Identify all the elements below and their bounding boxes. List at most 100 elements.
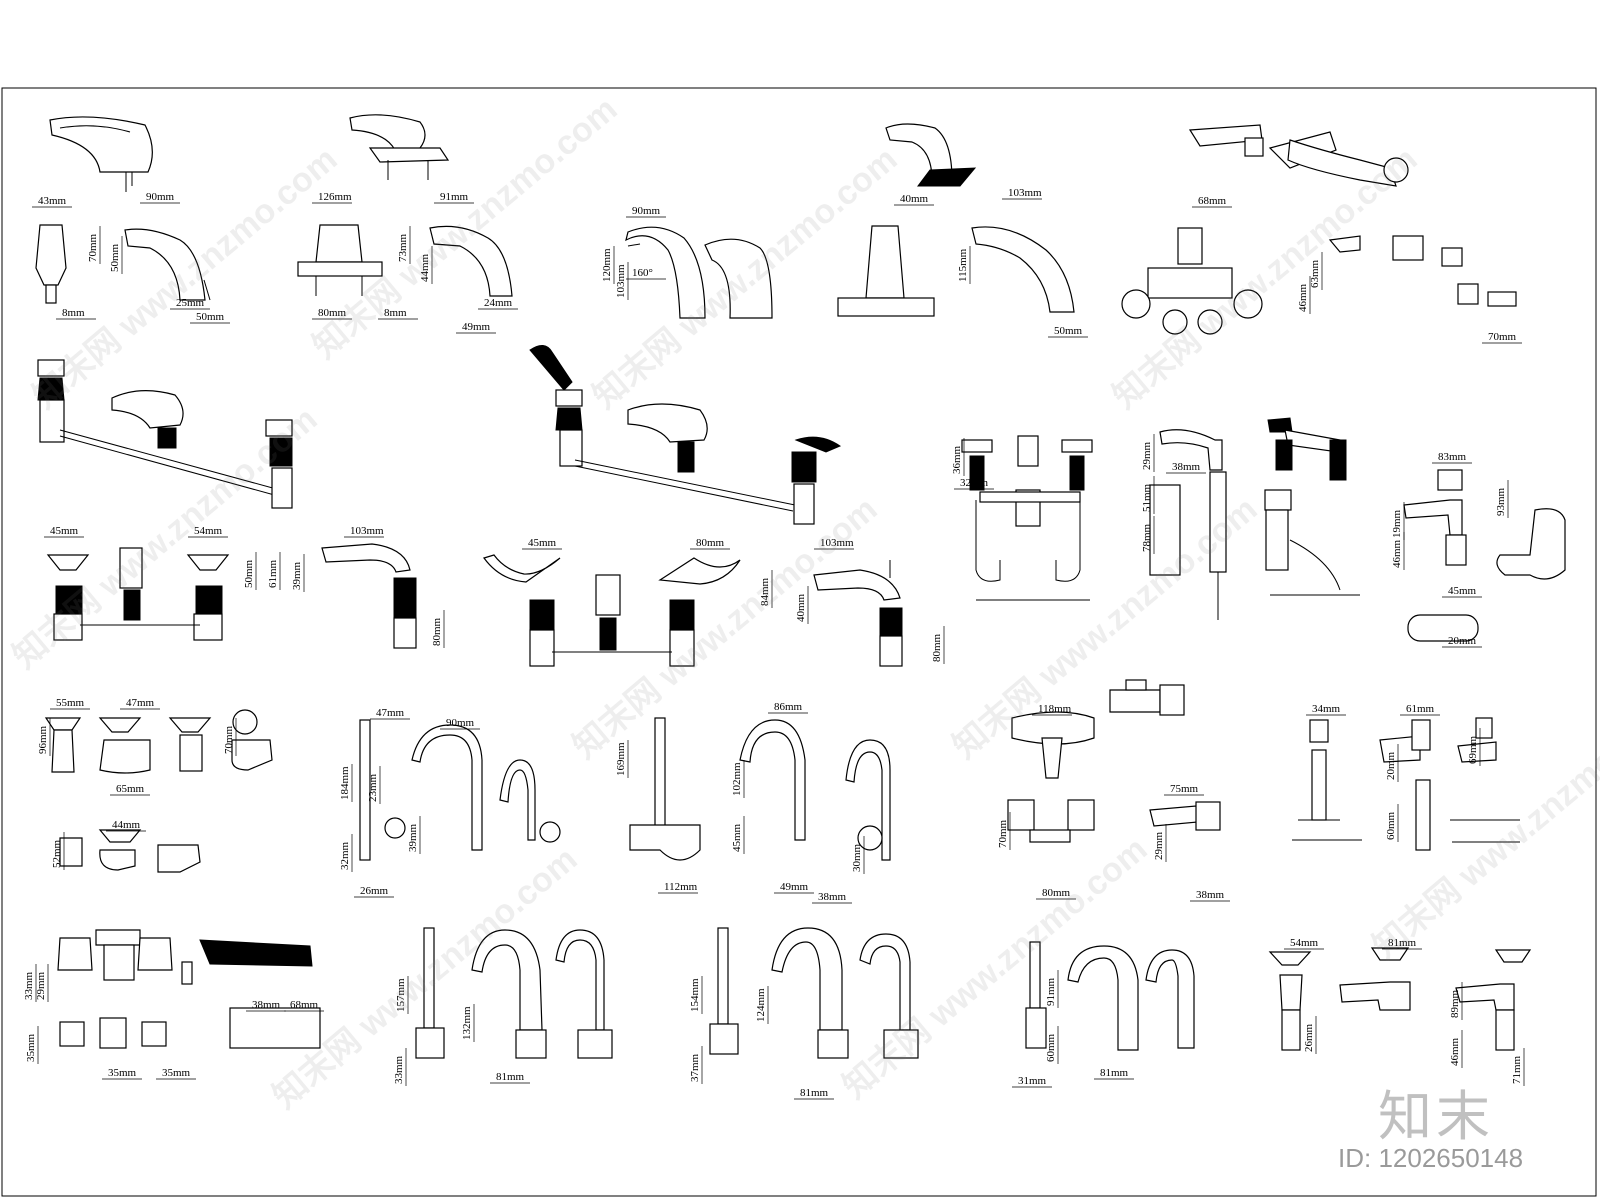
dimension-label: 50mm	[196, 311, 225, 323]
dimension-label: 50mm	[1054, 325, 1083, 337]
sensor-faucet-1-side	[124, 228, 211, 301]
dimension-label: 70mm	[87, 233, 99, 262]
dimension-label: 40mm	[795, 593, 807, 622]
dimension-label: 115mm	[957, 248, 969, 282]
dimension-label: 26mm	[1303, 1023, 1315, 1052]
dimension-label: 37mm	[689, 1053, 701, 1082]
widespread-faucet-cross-handle-perspective	[37, 359, 293, 509]
dimension-label: 102mm	[731, 762, 743, 796]
dimension-label: 8mm	[384, 307, 407, 319]
dimension-label: 75mm	[1170, 783, 1199, 795]
dimension-label: 47mm	[126, 697, 155, 709]
wall-taps-group	[44, 709, 273, 873]
dimension-label: 51mm	[1141, 483, 1153, 512]
dimension-label: 33mm	[23, 971, 35, 1000]
dimension-label: 160°	[632, 267, 653, 279]
dimension-label: 49mm	[462, 321, 491, 333]
dimension-label: 39mm	[291, 561, 303, 590]
widespread-faucet-lever-front	[483, 554, 741, 667]
dimension-label: 96mm	[37, 725, 49, 754]
dimension-label: 73mm	[397, 233, 409, 262]
dimension-label: 154mm	[689, 978, 701, 1012]
dimension-label: 33mm	[393, 1055, 405, 1084]
dimension-label: 47mm	[376, 707, 405, 719]
dimension-label: 36mm	[951, 445, 963, 474]
dimension-label: 60mm	[1385, 811, 1397, 840]
dimension-label: 35mm	[108, 1067, 137, 1079]
dimension-label: 80mm	[431, 617, 443, 646]
dimension-label: 80mm	[318, 307, 347, 319]
dimension-label: 81mm	[496, 1071, 525, 1083]
dimension-label: 45mm	[1448, 585, 1477, 597]
dimension-label: 169mm	[615, 742, 627, 776]
dimension-label: 71mm	[1511, 1055, 1523, 1084]
dimension-label: 44mm	[419, 253, 431, 282]
dimension-label: 69mm	[1467, 735, 1479, 764]
wall-mixer-side	[1328, 235, 1517, 307]
pillar-tap-group	[1292, 717, 1520, 851]
deck-sensor-faucet-side	[971, 226, 1075, 313]
dimension-label: 65mm	[116, 783, 145, 795]
widespread-faucet-cross-front	[46, 547, 230, 641]
dimension-label: 49mm	[780, 881, 809, 893]
dimension-label: 38mm	[1196, 889, 1225, 901]
dimension-label: 84mm	[759, 577, 771, 606]
dimension-label: 68mm	[1198, 195, 1227, 207]
deck-sensor-faucet-perspective	[885, 123, 977, 187]
dimension-label: 43mm	[38, 195, 67, 207]
gooseneck-sensor-faucet-perspective	[704, 238, 773, 319]
dimension-label: 55mm	[56, 697, 85, 709]
pillar-tap-group-2	[1268, 947, 1532, 1051]
dimension-label: 29mm	[35, 971, 47, 1000]
dimension-label: 80mm	[696, 537, 725, 549]
dimension-label: 29mm	[1153, 831, 1165, 860]
dimension-label: 112mm	[664, 881, 698, 893]
sensor-faucet-1-front	[35, 224, 67, 304]
dimension-label: 61mm	[1406, 703, 1435, 715]
dimension-label: 90mm	[632, 205, 661, 217]
dimension-label: 70mm	[1488, 331, 1517, 343]
dimension-label: 32mm	[960, 477, 989, 489]
dimension-label: 50mm	[243, 559, 255, 588]
dimension-label: 83mm	[1438, 451, 1467, 463]
dimension-label: 63mm	[1309, 259, 1321, 288]
dimension-label: 38mm	[818, 891, 847, 903]
dimension-label: 45mm	[528, 537, 557, 549]
dimension-label: 30mm	[851, 843, 863, 872]
asset-id-label: ID: 1202650148	[1338, 1143, 1524, 1173]
mixer-group	[1007, 679, 1221, 843]
wall-mixer-perspective	[1188, 124, 1409, 187]
dimension-label: 89mm	[1449, 989, 1461, 1018]
wall-mixer-front	[1121, 227, 1263, 335]
centerset-faucet-side	[1149, 429, 1227, 620]
centerset-faucet-front	[961, 435, 1093, 601]
dimension-label: 126mm	[318, 191, 352, 203]
dimension-label: 38mm	[252, 999, 281, 1011]
dimension-label: 45mm	[50, 525, 79, 537]
dimension-label: 38mm	[1172, 461, 1201, 473]
dimension-label: 45mm	[731, 823, 743, 852]
dimension-label: 157mm	[395, 978, 407, 1012]
dimension-label: 40mm	[900, 193, 929, 205]
centerset-lever-faucet-perspective	[1264, 417, 1360, 596]
dimension-label: 54mm	[1290, 937, 1319, 949]
bath-mixer-group	[57, 929, 321, 1049]
dimension-label: 90mm	[446, 717, 475, 729]
dimension-label: 60mm	[1045, 1033, 1057, 1062]
dimension-label: 35mm	[162, 1067, 191, 1079]
deck-sensor-faucet-front	[837, 225, 935, 317]
dimension-label: 46mm	[1449, 1037, 1461, 1066]
dimension-label: 61mm	[267, 559, 279, 588]
dimension-label: 91mm	[1045, 977, 1057, 1006]
dimension-label: 39mm	[407, 823, 419, 852]
dimension-label: 19mm	[1391, 509, 1403, 538]
dimension-label: 90mm	[146, 191, 175, 203]
dimension-label: 91mm	[440, 191, 469, 203]
dimension-label: 26mm	[360, 885, 389, 897]
sensor-faucet-2-front	[297, 224, 383, 296]
dimension-label: 32mm	[339, 841, 351, 870]
dimension-label: 78mm	[1141, 523, 1153, 552]
dimension-label: 20mm	[1448, 635, 1477, 647]
